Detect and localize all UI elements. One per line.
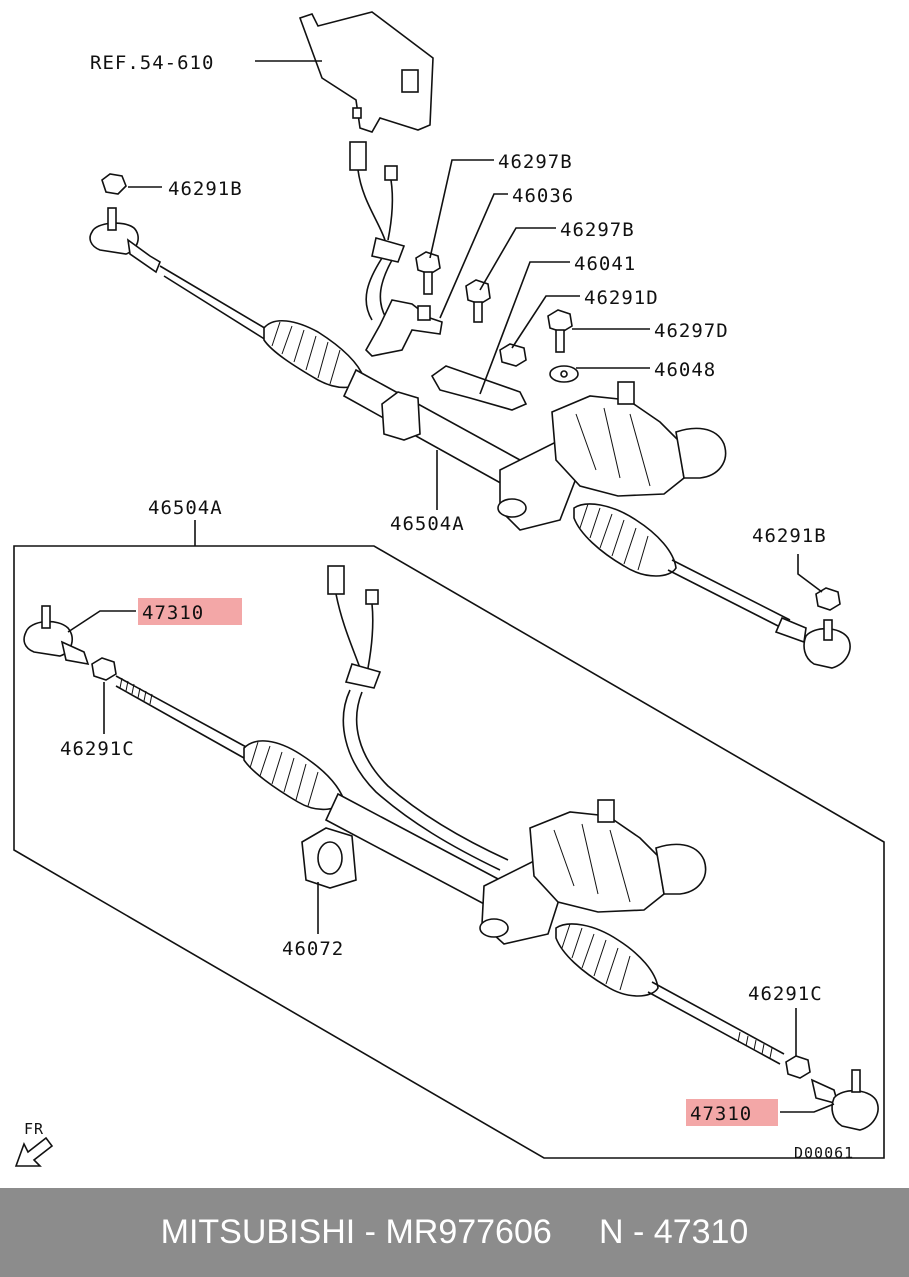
leader-lines-top [429, 159, 823, 593]
footer-bar: MITSUBISHI - MR977606 N - 47310 [0, 1188, 909, 1277]
footer-sep-1: - [355, 1213, 386, 1251]
bolt-46297B-1 [415, 251, 441, 295]
washer-46048 [549, 365, 579, 383]
callout-47310-right: 47310 [690, 1103, 752, 1125]
callout-46291C-right: 46291C [748, 983, 823, 1005]
highlight-47310-left [138, 598, 242, 625]
callout-46072: 46072 [282, 938, 344, 960]
callout-46297B-2: 46297B [560, 219, 635, 241]
kit-outline [13, 545, 885, 1159]
nut-46291B-right [815, 587, 841, 611]
footer-gap [552, 1213, 599, 1251]
leader-lines-kit [67, 610, 835, 1113]
callout-46504A-kit: 46504A [148, 497, 223, 519]
callout-46036: 46036 [512, 185, 574, 207]
footer-n-value: 47310 [653, 1213, 749, 1251]
callout-ref-54-610: REF.54-610 [90, 52, 214, 74]
bushing-46072 [301, 827, 357, 889]
callout-46291C-left: 46291C [60, 738, 135, 760]
steering-rack-main [89, 207, 851, 669]
nut-46291D [499, 343, 527, 367]
footer-part-number: MR977606 [385, 1213, 552, 1251]
steering-rack-kit [23, 605, 879, 1131]
diagram-code: D00061 [794, 1144, 854, 1162]
ecu-bracket [298, 11, 434, 133]
callout-46504A-main: 46504A [390, 513, 465, 535]
bracket-46041 [430, 365, 528, 411]
front-direction-arrow-icon [14, 1136, 54, 1167]
nut-46291B-top [101, 173, 127, 195]
wire-harness-kit [327, 565, 509, 871]
footer-sep-2: - [623, 1213, 654, 1251]
bolt-46297D [547, 309, 573, 353]
fr-label: FR [24, 1120, 44, 1138]
steering-gear-diagram: REF.54-610 46291B 46297B 46036 46297B 46… [13, 11, 885, 1167]
callout-46297B-1: 46297B [498, 151, 573, 173]
callout-46291B-right: 46291B [752, 525, 827, 547]
highlight-47310-right [686, 1099, 778, 1126]
callout-46041: 46041 [574, 253, 636, 275]
wire-harness-top [349, 141, 406, 321]
footer-brand: MITSUBISHI [160, 1213, 356, 1251]
bolt-46297B-2 [465, 279, 491, 323]
callout-46291B-top: 46291B [168, 178, 243, 200]
callout-46291D: 46291D [584, 287, 659, 309]
clamp-bracket-46036 [365, 299, 443, 357]
callout-47310-left: 47310 [142, 602, 204, 624]
footer-n-label: N [599, 1213, 624, 1251]
callout-46297D: 46297D [654, 320, 729, 342]
callout-46048: 46048 [654, 359, 716, 381]
footer-text: MITSUBISHI - MR977606 N - 47310 [161, 1213, 749, 1252]
